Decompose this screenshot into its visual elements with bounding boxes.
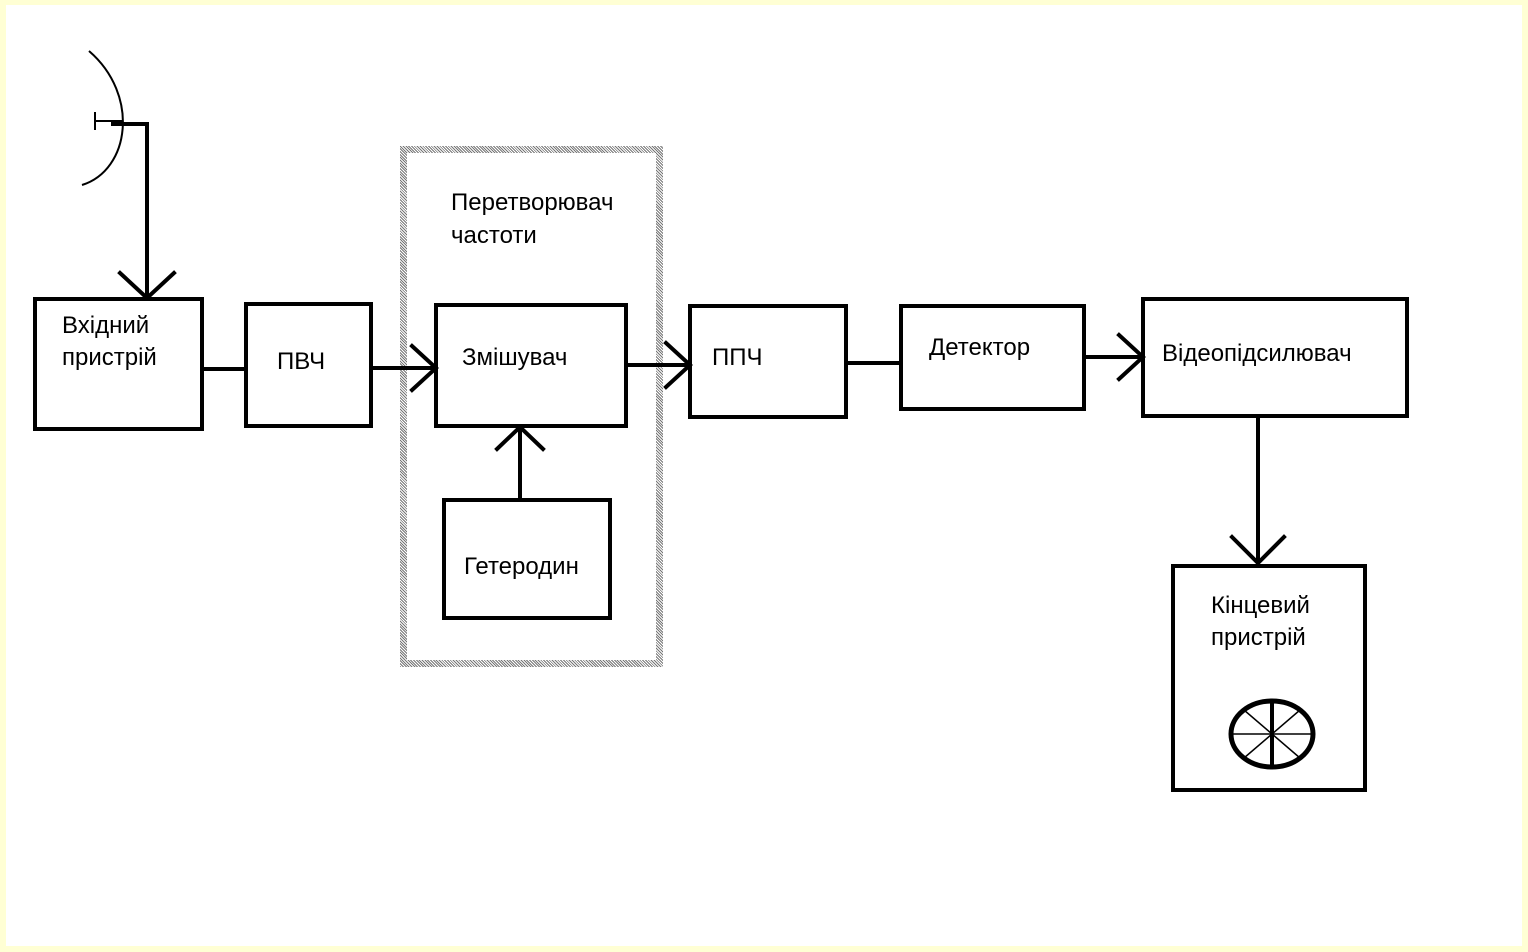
frequency-converter-label-line1: Перетворювач (451, 189, 614, 216)
detector-label: Детектор (929, 334, 1031, 361)
arrowhead-terminal-in (1229, 534, 1287, 566)
frequency-converter-group (400, 146, 663, 667)
arrowhead-if-in (663, 340, 693, 390)
rf-amplifier-block (244, 302, 373, 428)
input-device-label-line2: пристрій (62, 344, 157, 371)
video-amplifier-label: Відеопідсилювач (1162, 340, 1352, 367)
terminal-device-block (1171, 564, 1367, 792)
if-amplifier-label: ППЧ (712, 344, 763, 371)
input-device-label-line1: Вхідний (62, 312, 150, 339)
arrowhead-mixer-up (494, 424, 546, 452)
antenna-icon (81, 50, 124, 186)
arrowhead-video-in (1116, 332, 1146, 382)
local-oscillator-block (442, 498, 612, 620)
terminal-device-label-line1: Кінцевий (1211, 592, 1310, 619)
rf-amplifier-label: ПВЧ (277, 348, 326, 375)
frequency-converter-label-line2: частоти (451, 222, 537, 249)
input-device-block (33, 297, 204, 431)
arrowhead-mixer-in (409, 343, 439, 393)
terminal-device-label-line2: пристрій (1211, 624, 1306, 651)
antenna-arrowhead (117, 270, 177, 301)
local-oscillator-label: Гетеродин (464, 553, 579, 580)
antenna-feed-line (111, 122, 149, 299)
display-screen-icon (1228, 698, 1316, 770)
mixer-label: Змішувач (462, 344, 568, 371)
